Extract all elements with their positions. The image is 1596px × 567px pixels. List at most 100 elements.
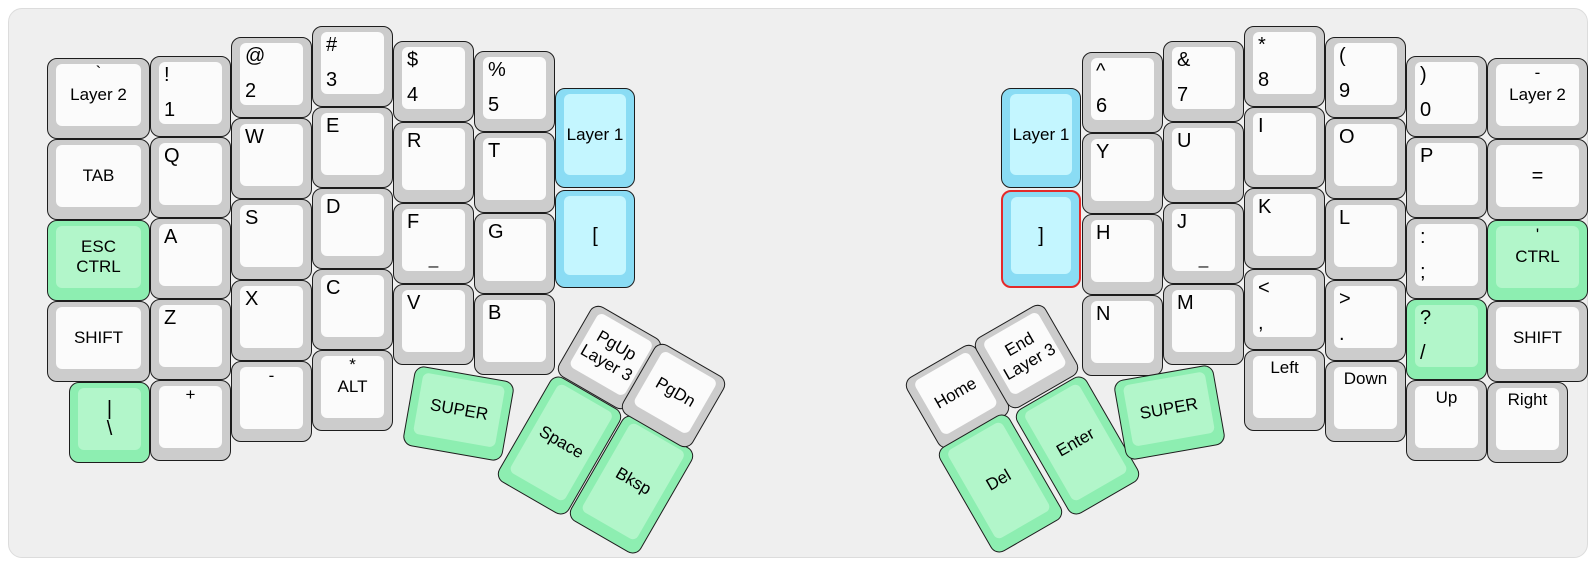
keycap-top: Right [1496, 388, 1559, 450]
key-label: = [1531, 165, 1544, 187]
key-label: < [1258, 277, 1270, 299]
keycap-top: E [321, 113, 384, 175]
key-v[interactable]: V [393, 284, 474, 365]
key-pipe-backslash[interactable]: |\ [69, 382, 150, 463]
key-hash-3[interactable]: #3 [312, 26, 393, 107]
key-r[interactable]: R [393, 122, 474, 203]
key-label: O [1339, 126, 1355, 148]
key-p[interactable]: P [1406, 137, 1487, 218]
keycap-top: !1 [159, 62, 222, 124]
key-label: C [326, 277, 341, 299]
key-tab[interactable]: TAB [47, 139, 150, 220]
key-a[interactable]: A [150, 218, 231, 299]
key-label: A [164, 226, 178, 248]
key-super-left[interactable]: SUPER [401, 364, 515, 462]
key-w[interactable]: W [231, 118, 312, 199]
key-n[interactable]: N [1082, 295, 1163, 376]
key-plus[interactable]: + [150, 380, 231, 461]
key-q[interactable]: Q [150, 137, 231, 218]
key-label: ` [95, 63, 102, 82]
keycap-top: @2 [240, 43, 303, 105]
key-lbracket[interactable]: [ [555, 190, 635, 288]
key-rparen-0[interactable]: )0 [1406, 56, 1487, 137]
key-m[interactable]: M [1163, 284, 1244, 365]
key-equals[interactable]: = [1487, 139, 1588, 220]
key-label: Left [1270, 358, 1299, 377]
keycap-top: - [240, 366, 303, 429]
key-z[interactable]: Z [150, 299, 231, 380]
key-amp-7[interactable]: &7 [1163, 41, 1244, 122]
key-o[interactable]: O [1325, 118, 1406, 199]
key-super-right[interactable]: SUPER [1112, 363, 1226, 461]
keycap-top: V [402, 290, 465, 352]
key-label: - [1534, 63, 1541, 82]
keycap-top: Left [1253, 356, 1316, 418]
key-dash-layer2[interactable]: -Layer 2 [1487, 58, 1588, 139]
key-label: G [488, 221, 504, 243]
key-asterisk-8[interactable]: *8 [1244, 26, 1325, 107]
keycap-top: U [1172, 128, 1235, 190]
key-label: K [1258, 196, 1272, 218]
key-y[interactable]: Y [1082, 133, 1163, 214]
key-f-homing[interactable]: F_ [393, 203, 474, 284]
key-i[interactable]: I [1244, 107, 1325, 188]
key-label: B [488, 302, 502, 324]
key-label: [ [592, 224, 598, 247]
key-c[interactable]: C [312, 269, 393, 350]
key-layer1-left[interactable]: Layer 1 [555, 88, 635, 188]
key-label: SHIFT [73, 328, 124, 347]
key-caret-6[interactable]: ^6 [1082, 52, 1163, 133]
key-l[interactable]: L [1325, 199, 1406, 280]
key-g[interactable]: G [474, 213, 555, 294]
key-at-2[interactable]: @2 [231, 37, 312, 118]
keycap-top: TAB [56, 145, 141, 207]
key-label: SUPER [1137, 393, 1199, 423]
key-lparen-9[interactable]: (9 [1325, 37, 1406, 118]
key-label: W [245, 126, 264, 148]
key-label: Down [1343, 369, 1388, 388]
key-s[interactable]: S [231, 199, 312, 280]
key-colon-semicolon[interactable]: :; [1406, 218, 1487, 299]
key-h[interactable]: H [1082, 214, 1163, 295]
key-shift-right[interactable]: SHIFT [1487, 301, 1588, 382]
key-label: Home [930, 372, 980, 413]
key-up-arrow[interactable]: Up [1406, 380, 1487, 461]
key-d[interactable]: D [312, 188, 393, 269]
key-lt-comma[interactable]: <, [1244, 269, 1325, 350]
key-t[interactable]: T [474, 132, 555, 213]
key-down-arrow[interactable]: Down [1325, 361, 1406, 442]
key-quote-ctrl[interactable]: 'CTRL [1487, 220, 1588, 301]
key-rbracket[interactable]: ] [1001, 190, 1081, 288]
key-u[interactable]: U [1163, 122, 1244, 203]
key-label: & [1177, 49, 1191, 71]
key-label: TAB [82, 166, 115, 185]
keycap-top: B [483, 300, 546, 362]
key-j-homing[interactable]: J_ [1163, 203, 1244, 284]
key-label: Bksp [611, 462, 655, 499]
key-percent-5[interactable]: %5 [474, 51, 555, 132]
key-label: 3 [326, 69, 338, 91]
key-layer1-right[interactable]: Layer 1 [1001, 88, 1081, 188]
key-label: 4 [407, 84, 419, 106]
key-exclam-1[interactable]: !1 [150, 56, 231, 137]
key-gt-period[interactable]: >. [1325, 280, 1406, 361]
key-left-arrow[interactable]: Left [1244, 350, 1325, 431]
key-label: @ [245, 45, 266, 67]
keycap-top: $4 [402, 47, 465, 109]
key-question-slash[interactable]: ?/ [1406, 299, 1487, 380]
key-shift-left[interactable]: SHIFT [47, 301, 150, 382]
key-minus[interactable]: - [231, 361, 312, 442]
key-x[interactable]: X [231, 280, 312, 361]
key-right-arrow[interactable]: Right [1487, 382, 1568, 463]
key-label: _ [1198, 249, 1209, 269]
keycap-top: Layer 1 [1010, 94, 1072, 175]
key-label: - [268, 366, 275, 385]
key-k[interactable]: K [1244, 188, 1325, 269]
key-dollar-4[interactable]: $4 [393, 41, 474, 122]
key-b[interactable]: B [474, 294, 555, 375]
key-asterisk-alt[interactable]: *ALT [312, 350, 393, 431]
key-e[interactable]: E [312, 107, 393, 188]
key-label: 8 [1258, 69, 1270, 91]
key-backtick-layer2[interactable]: `Layer 2 [47, 58, 150, 139]
